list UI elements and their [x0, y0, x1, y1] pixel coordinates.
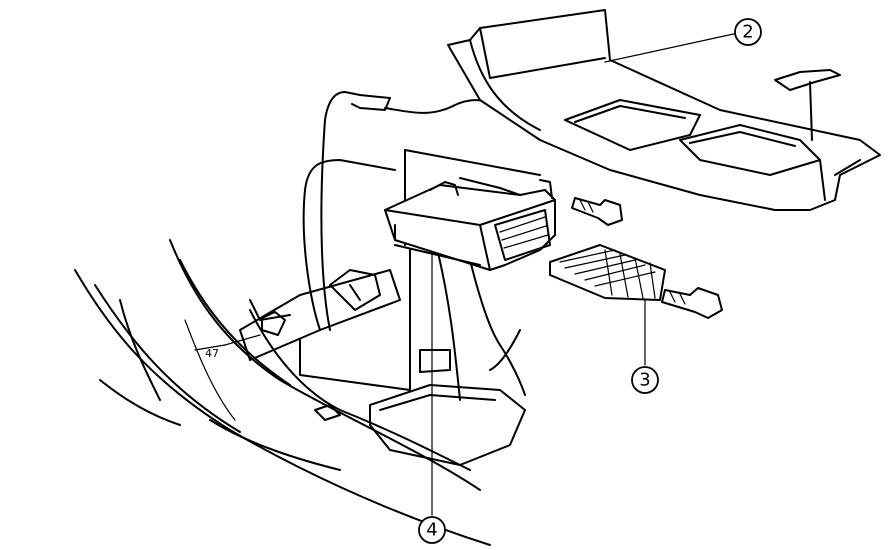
leader-lines — [431, 32, 739, 516]
center-console — [447, 9, 881, 211]
mounting-bolts — [571, 197, 723, 319]
callout-4: 4 — [418, 516, 446, 544]
callout-2-circle — [734, 18, 762, 46]
callout-3: 3 — [631, 366, 659, 394]
callout-3-circle — [631, 366, 659, 394]
callout-4-label: 4 — [426, 520, 437, 541]
callout-4-circle — [418, 516, 446, 544]
vehicle-floor-lines — [74, 239, 491, 546]
control-module — [384, 177, 556, 271]
wiring-harness — [261, 91, 496, 336]
harness-connector — [549, 244, 666, 301]
callout-2: 2 — [734, 18, 762, 46]
mounting-bracket — [239, 149, 541, 401]
floor-pan — [314, 384, 526, 466]
callout-2-label: 2 — [742, 22, 753, 43]
callout-3-label: 3 — [639, 370, 650, 391]
floor-marking-text: 47 — [205, 347, 219, 360]
